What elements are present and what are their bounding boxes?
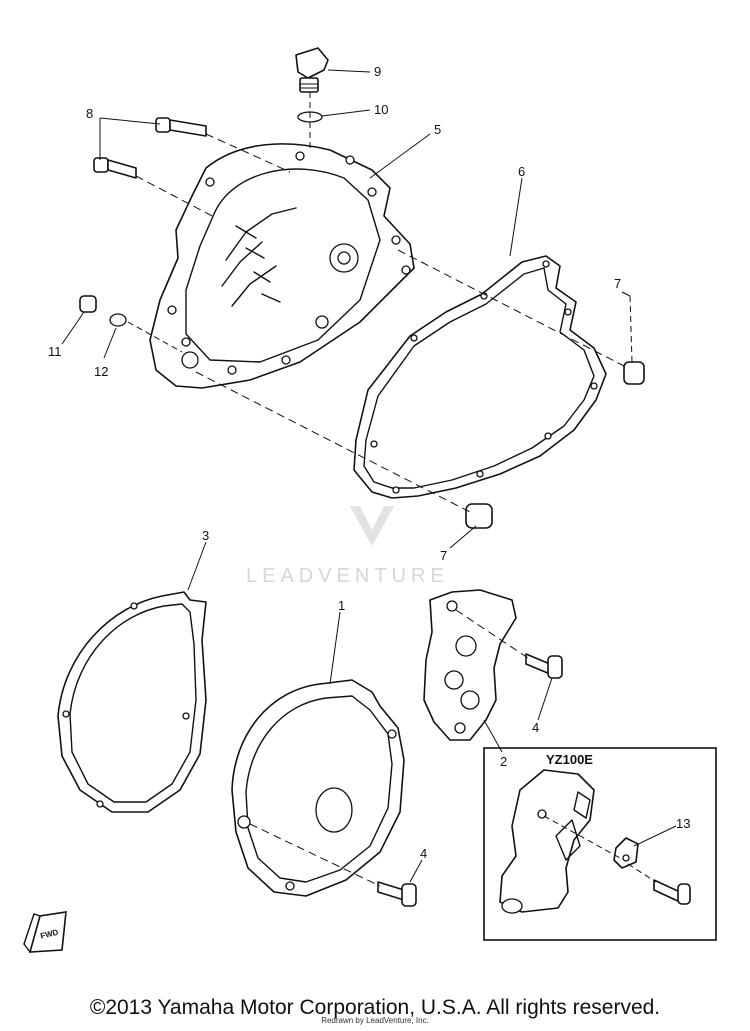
inset-yz100e: YZ100E [483, 747, 717, 941]
callout-3: 3 [202, 528, 209, 543]
part-5-crankcase-cover [149, 143, 415, 389]
callout-9: 9 [374, 64, 381, 79]
fwd-arrow-icon: FWD [23, 911, 67, 953]
part-12-washer [109, 313, 127, 327]
callout-8: 8 [86, 106, 93, 121]
inset-label: YZ100E [546, 752, 593, 767]
part-6-gasket [353, 255, 607, 499]
callout-13: 13 [676, 816, 690, 831]
part-4-bolt-lower [377, 881, 417, 907]
alignment-lines-upper [127, 92, 633, 513]
callout-7-lower: 7 [440, 548, 447, 563]
copyright-text: ©2013 Yamaha Motor Corporation, U.S.A. A… [89, 996, 661, 1019]
watermark-text: LEADVENTURE [246, 565, 449, 587]
callout-11: 11 [48, 344, 62, 359]
alignment-line-guide [455, 609, 529, 659]
callout-10: 10 [374, 102, 388, 117]
part-2-chain-guide [423, 589, 517, 741]
callout-2: 2 [500, 754, 507, 769]
callout-7-upper: 7 [614, 276, 621, 291]
leader-lines [61, 69, 677, 883]
callout-5: 5 [434, 122, 441, 137]
part-9-oil-filler-cap [295, 47, 329, 93]
redrawn-credit: Redrawn by LeadVenture, Inc. [321, 1016, 429, 1025]
part-7-dowel-pin-lower [465, 503, 493, 529]
part-3-cover-gasket [57, 591, 207, 813]
callout-6: 6 [518, 164, 525, 179]
callout-numbers: 9 10 8 5 6 7 7 11 12 3 1 2 4 4 13 [48, 64, 690, 861]
alignment-line-cover [249, 823, 381, 887]
callout-12: 12 [94, 364, 108, 379]
part-8-bolts [93, 117, 207, 179]
leadventure-watermark: LEADVENTURE [246, 506, 449, 587]
part-4-bolt-upper [525, 653, 563, 679]
callout-4-cover: 4 [420, 846, 427, 861]
callout-4-guide: 4 [532, 720, 539, 735]
part-1-magneto-cover [231, 679, 405, 897]
callout-1: 1 [338, 598, 345, 613]
part-7-dowel-pin-upper [623, 361, 645, 385]
fwd-label: FWD [39, 928, 59, 941]
part-11-plug [79, 295, 97, 313]
